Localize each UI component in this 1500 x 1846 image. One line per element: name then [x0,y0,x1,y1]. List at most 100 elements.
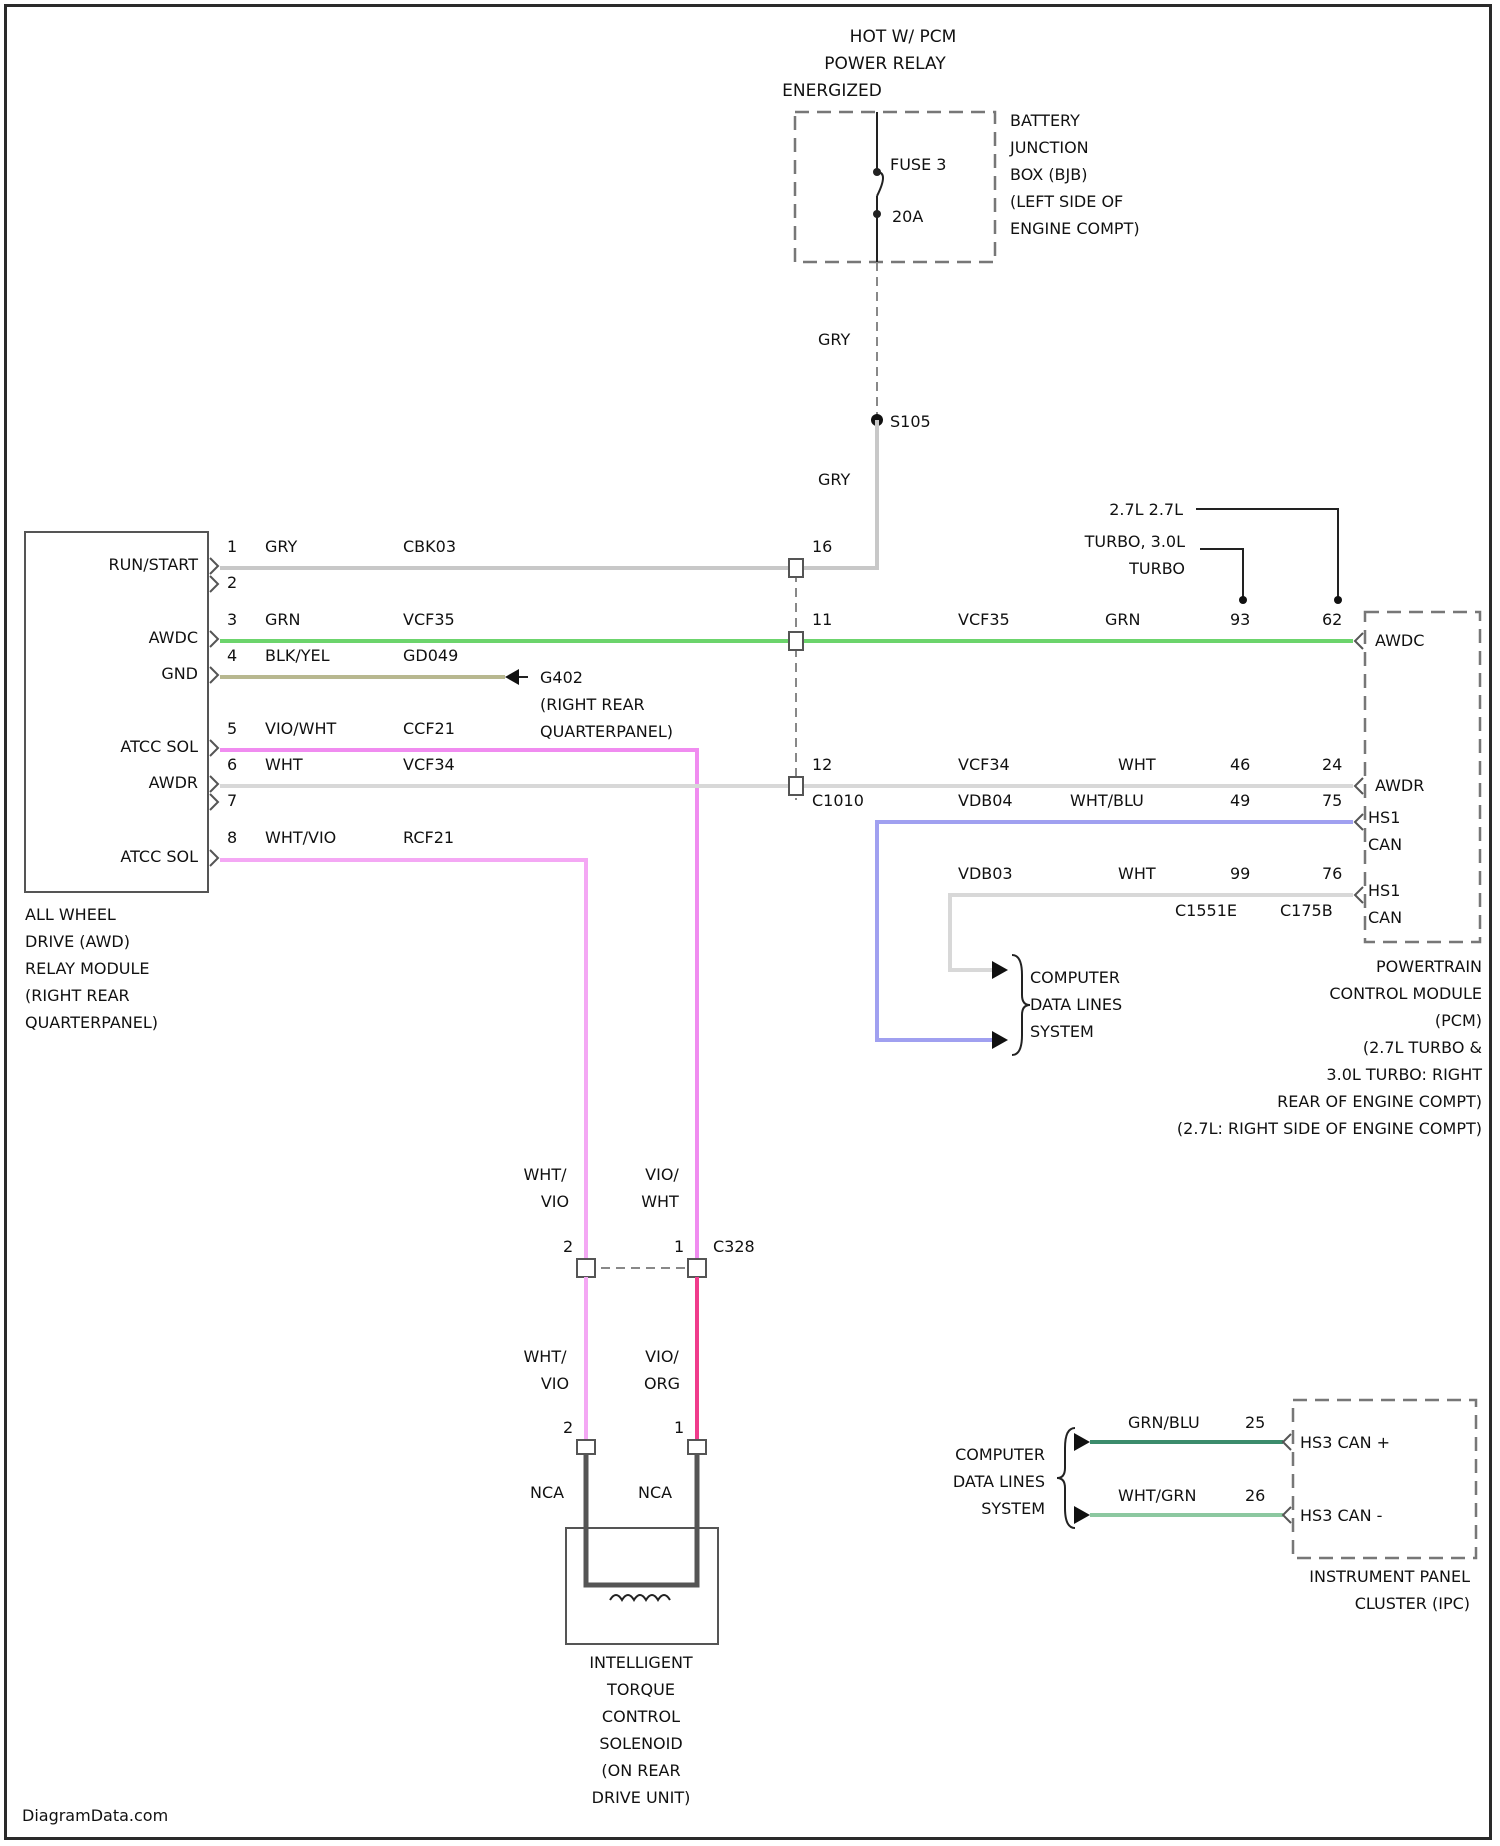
solenoid-name-1: INTELLIGENT [589,1653,693,1672]
fuse-node-top [873,168,881,176]
bjb-box [795,112,995,262]
hs1m-pin-a: 99 [1230,864,1250,883]
awd-name-5: QUARTERPANEL) [25,1013,158,1032]
bjb-label-1: BATTERY [1010,111,1080,130]
ground-name: G402 [540,668,583,687]
awd-pin-label-1: RUN/START [108,555,198,574]
gry-upper-label: GRY [818,330,850,349]
hs1p-wire: WHT/BLU [1070,791,1144,810]
awd-pin-label-5: ATCC SOL [120,737,198,756]
bjb-label-2: JUNCTION [1009,138,1089,157]
upper-left-wire-1: WHT/ [523,1165,567,1184]
hs1p-circuit: VDB04 [958,791,1013,810]
pcm-connector-1: C1551E [1175,901,1237,920]
variant-a-leader [1196,509,1338,598]
pcm-awdr-pin-a: 46 [1230,755,1250,774]
c1010-pin-16 [789,559,803,577]
solenoid-name-3: CONTROL [602,1707,680,1726]
ipc-wire-minus: WHT/GRN [1118,1486,1197,1505]
ipc-arrow-minus [1074,1506,1090,1524]
hs1m-pin-b: 76 [1322,864,1342,883]
pcm-awdc-pin-b: 62 [1322,610,1342,629]
awd-name-3: RELAY MODULE [25,959,150,978]
bjb-label-5: ENGINE COMPT) [1010,219,1140,238]
upper-right-wire-1: VIO/ [645,1165,679,1184]
pcm-awdc-wire: GRN [1105,610,1140,629]
awd-pin-num-4: 4 [227,646,237,665]
ipc-label-plus: HS3 CAN + [1300,1433,1390,1452]
gry-feed-lower [796,420,877,568]
data-brace-1 [1012,955,1030,1055]
variant-b-1: TURBO, 3.0L [1084,532,1186,551]
hs1p-pin-b: 75 [1322,791,1342,810]
awd-circuit-1: CBK03 [403,537,456,556]
ipc-data-lines-1: COMPUTER [955,1445,1045,1464]
ground-arrow [505,669,519,685]
pcm-awdr-wire: WHT [1118,755,1156,774]
lower-right-wire-2: ORG [644,1374,680,1393]
solenoid-coil [610,1595,670,1600]
awd-circuit-5: CCF21 [403,719,455,738]
c328-pin-right: 1 [674,1237,684,1256]
awd-pin-label-4: GND [161,664,198,683]
wire-atcc-sol-8 [220,860,586,1270]
power-label-2: POWER RELAY [824,54,946,74]
footer-watermark: DiagramData.com [22,1806,168,1825]
hs1p-pin-a: 49 [1230,791,1250,810]
nca-right: NCA [638,1483,672,1502]
lower-left-wire-1: WHT/ [523,1347,567,1366]
pcm-awdr-pin-b: 24 [1322,755,1342,774]
pcm-hs1m-label-2: CAN [1368,908,1402,927]
awd-pin-label-8: ATCC SOL [120,847,198,866]
awd-wire-4: BLK/YEL [265,646,330,665]
solenoid-name-5: (ON REAR [601,1761,680,1780]
c1010-name: C1010 [812,791,864,810]
awd-circuit-6: VCF34 [403,755,455,774]
pcm-name-2: CONTROL MODULE [1329,984,1482,1003]
pcm-connector-2: C175B [1280,901,1333,920]
ipc-name-2: CLUSTER (IPC) [1355,1594,1470,1613]
awd-circuit-3: VCF35 [403,610,455,629]
fuse-rating: 20A [892,207,923,226]
ipc-pin-minus: 26 [1245,1486,1265,1505]
awd-wire-3: GRN [265,610,300,629]
ipc-pin-plus: 25 [1245,1413,1265,1432]
pcm-name-1: POWERTRAIN [1376,957,1482,976]
c1010-pin-a: 16 [812,537,832,556]
pcm-awdr-label: AWDR [1375,776,1424,795]
ipc-name-1: INSTRUMENT PANEL [1309,1567,1470,1586]
fuse-label: FUSE 3 [890,155,946,174]
bjb-label-4: (LEFT SIDE OF [1010,192,1123,211]
sol-pin-right: 1 [674,1418,684,1437]
c328-name: C328 [713,1237,755,1256]
awd-pin-num-1: 1 [227,537,237,556]
power-label-3: ENERGIZED [782,81,882,101]
data-lines-1a: COMPUTER [1030,968,1120,987]
awd-circuit-4: GD049 [403,646,458,665]
awd-name-1: ALL WHEEL [25,905,116,924]
pcm-hs1p-label-2: CAN [1368,835,1402,854]
pcm-awdc-label: AWDC [1375,631,1424,650]
pcm-awdc-circuit: VCF35 [958,610,1010,629]
awd-pin-chevrons [210,558,218,866]
pcm-name-6: REAR OF ENGINE COMPT) [1277,1092,1482,1111]
hs1m-circuit: VDB03 [958,864,1013,883]
data-lines-1b: DATA LINES [1030,995,1122,1014]
awd-pin-label-6: AWDR [149,773,198,792]
upper-left-wire-2: VIO [541,1192,569,1211]
awd-circuit-8: RCF21 [403,828,454,847]
awd-module-box [25,532,208,892]
ipc-data-lines-3: SYSTEM [981,1499,1045,1518]
sol-pin-left: 2 [563,1418,573,1437]
awd-name-4: (RIGHT REAR [25,986,130,1005]
awd-pin-num-5: 5 [227,719,237,738]
gry-lower-label: GRY [818,470,850,489]
ground-loc-2: QUARTERPANEL) [540,722,673,741]
solenoid-name-4: SOLENOID [599,1734,682,1753]
awd-wire-5: VIO/WHT [265,719,337,738]
bjb-label-3: BOX (BJB) [1010,165,1087,184]
c1010-pin-c: 12 [812,755,832,774]
c328-pin-left: 2 [563,1237,573,1256]
data-arrow-1 [992,961,1008,979]
data-arrow-2 [992,1031,1008,1049]
